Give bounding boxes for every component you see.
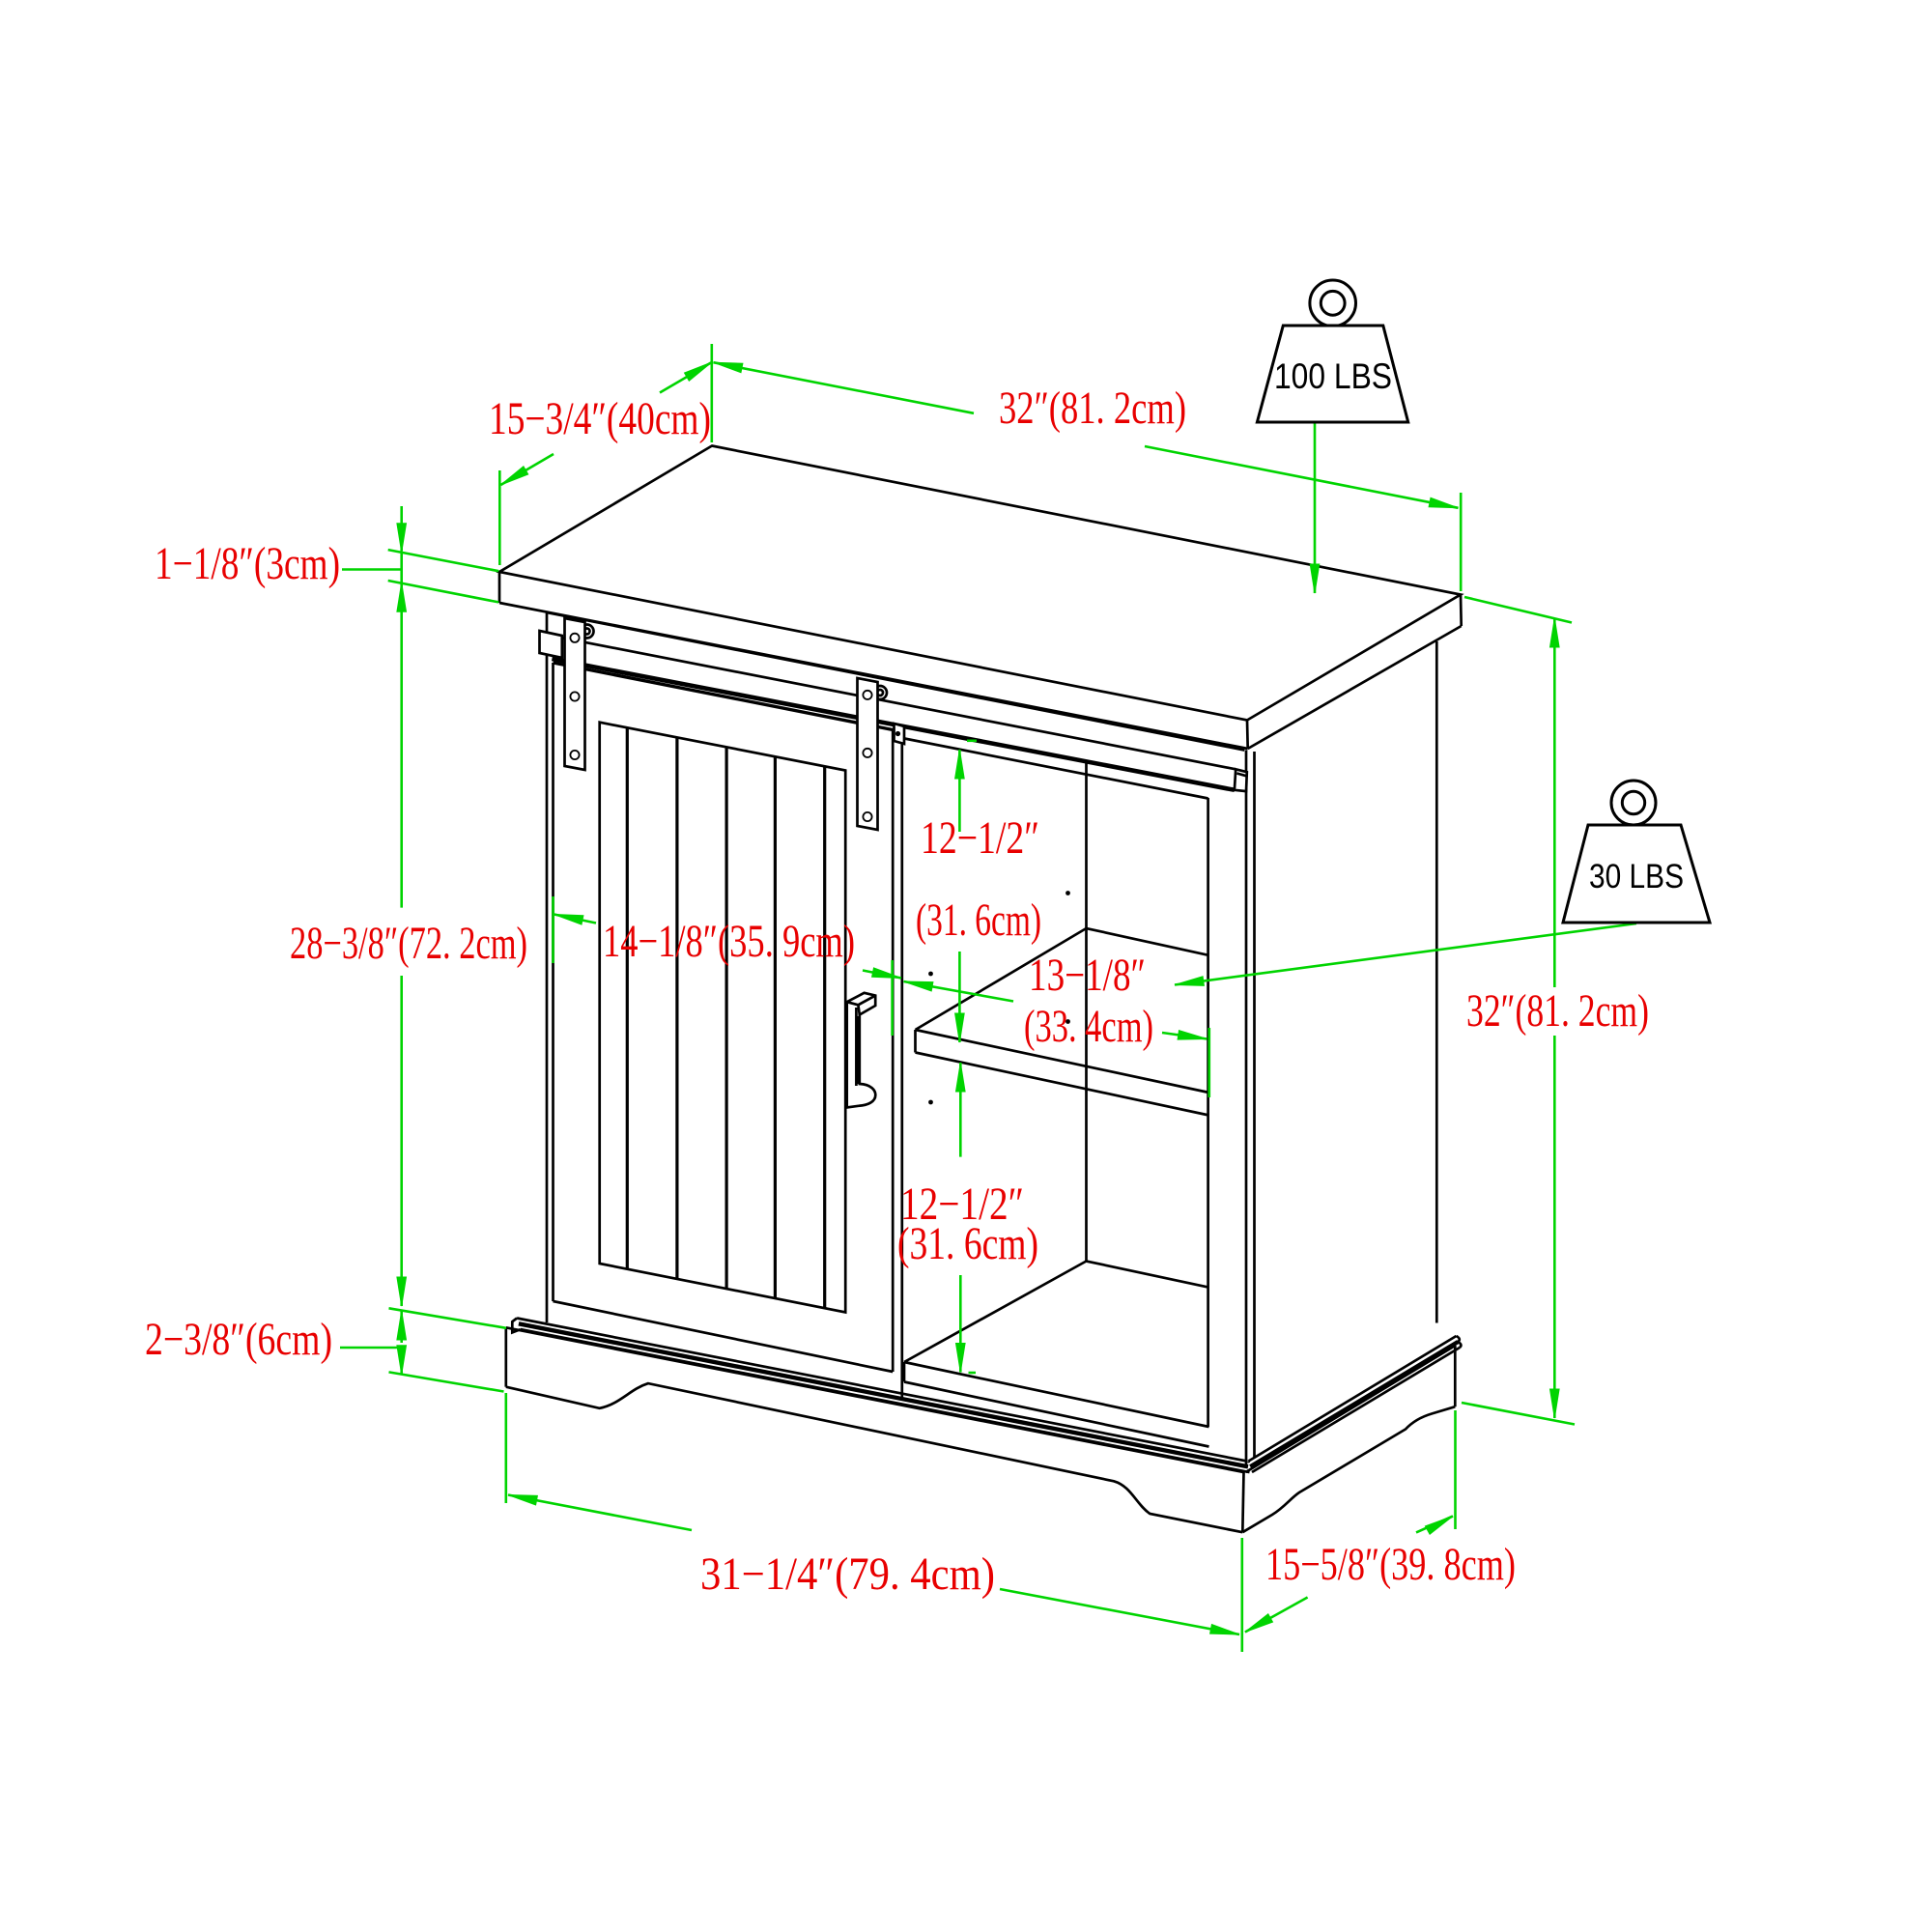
svg-text:13−1/8″: 13−1/8″ [1029,950,1146,1001]
svg-text:14−1/8″(35. 9cm): 14−1/8″(35. 9cm) [603,916,855,967]
svg-text:31−1/4″(79. 4cm): 31−1/4″(79. 4cm) [700,1548,995,1600]
svg-text:12−1/2″: 12−1/2″ [921,812,1039,864]
svg-text:32″(81. 2cm): 32″(81. 2cm) [999,383,1186,434]
svg-text:15−3/4″(40cm): 15−3/4″(40cm) [489,393,711,444]
svg-text:1−1/8″(3cm): 1−1/8″(3cm) [155,538,340,589]
svg-text:(31. 6cm): (31. 6cm) [916,895,1041,946]
svg-text:2−3/8″(6cm): 2−3/8″(6cm) [145,1314,332,1365]
svg-text:12−1/2″: 12−1/2″ [900,1179,1024,1230]
svg-text:30 LBS: 30 LBS [1589,858,1684,895]
svg-text:32″(81. 2cm): 32″(81. 2cm) [1466,985,1649,1037]
svg-text:(31. 6cm): (31. 6cm) [897,1218,1038,1269]
svg-text:15−5/8″(39. 8cm): 15−5/8″(39. 8cm) [1265,1539,1516,1590]
svg-text:28−3/8″(72. 2cm): 28−3/8″(72. 2cm) [290,918,527,969]
svg-text:(33. 4cm): (33. 4cm) [1024,1001,1153,1052]
svg-text:100 LBS: 100 LBS [1274,356,1392,396]
